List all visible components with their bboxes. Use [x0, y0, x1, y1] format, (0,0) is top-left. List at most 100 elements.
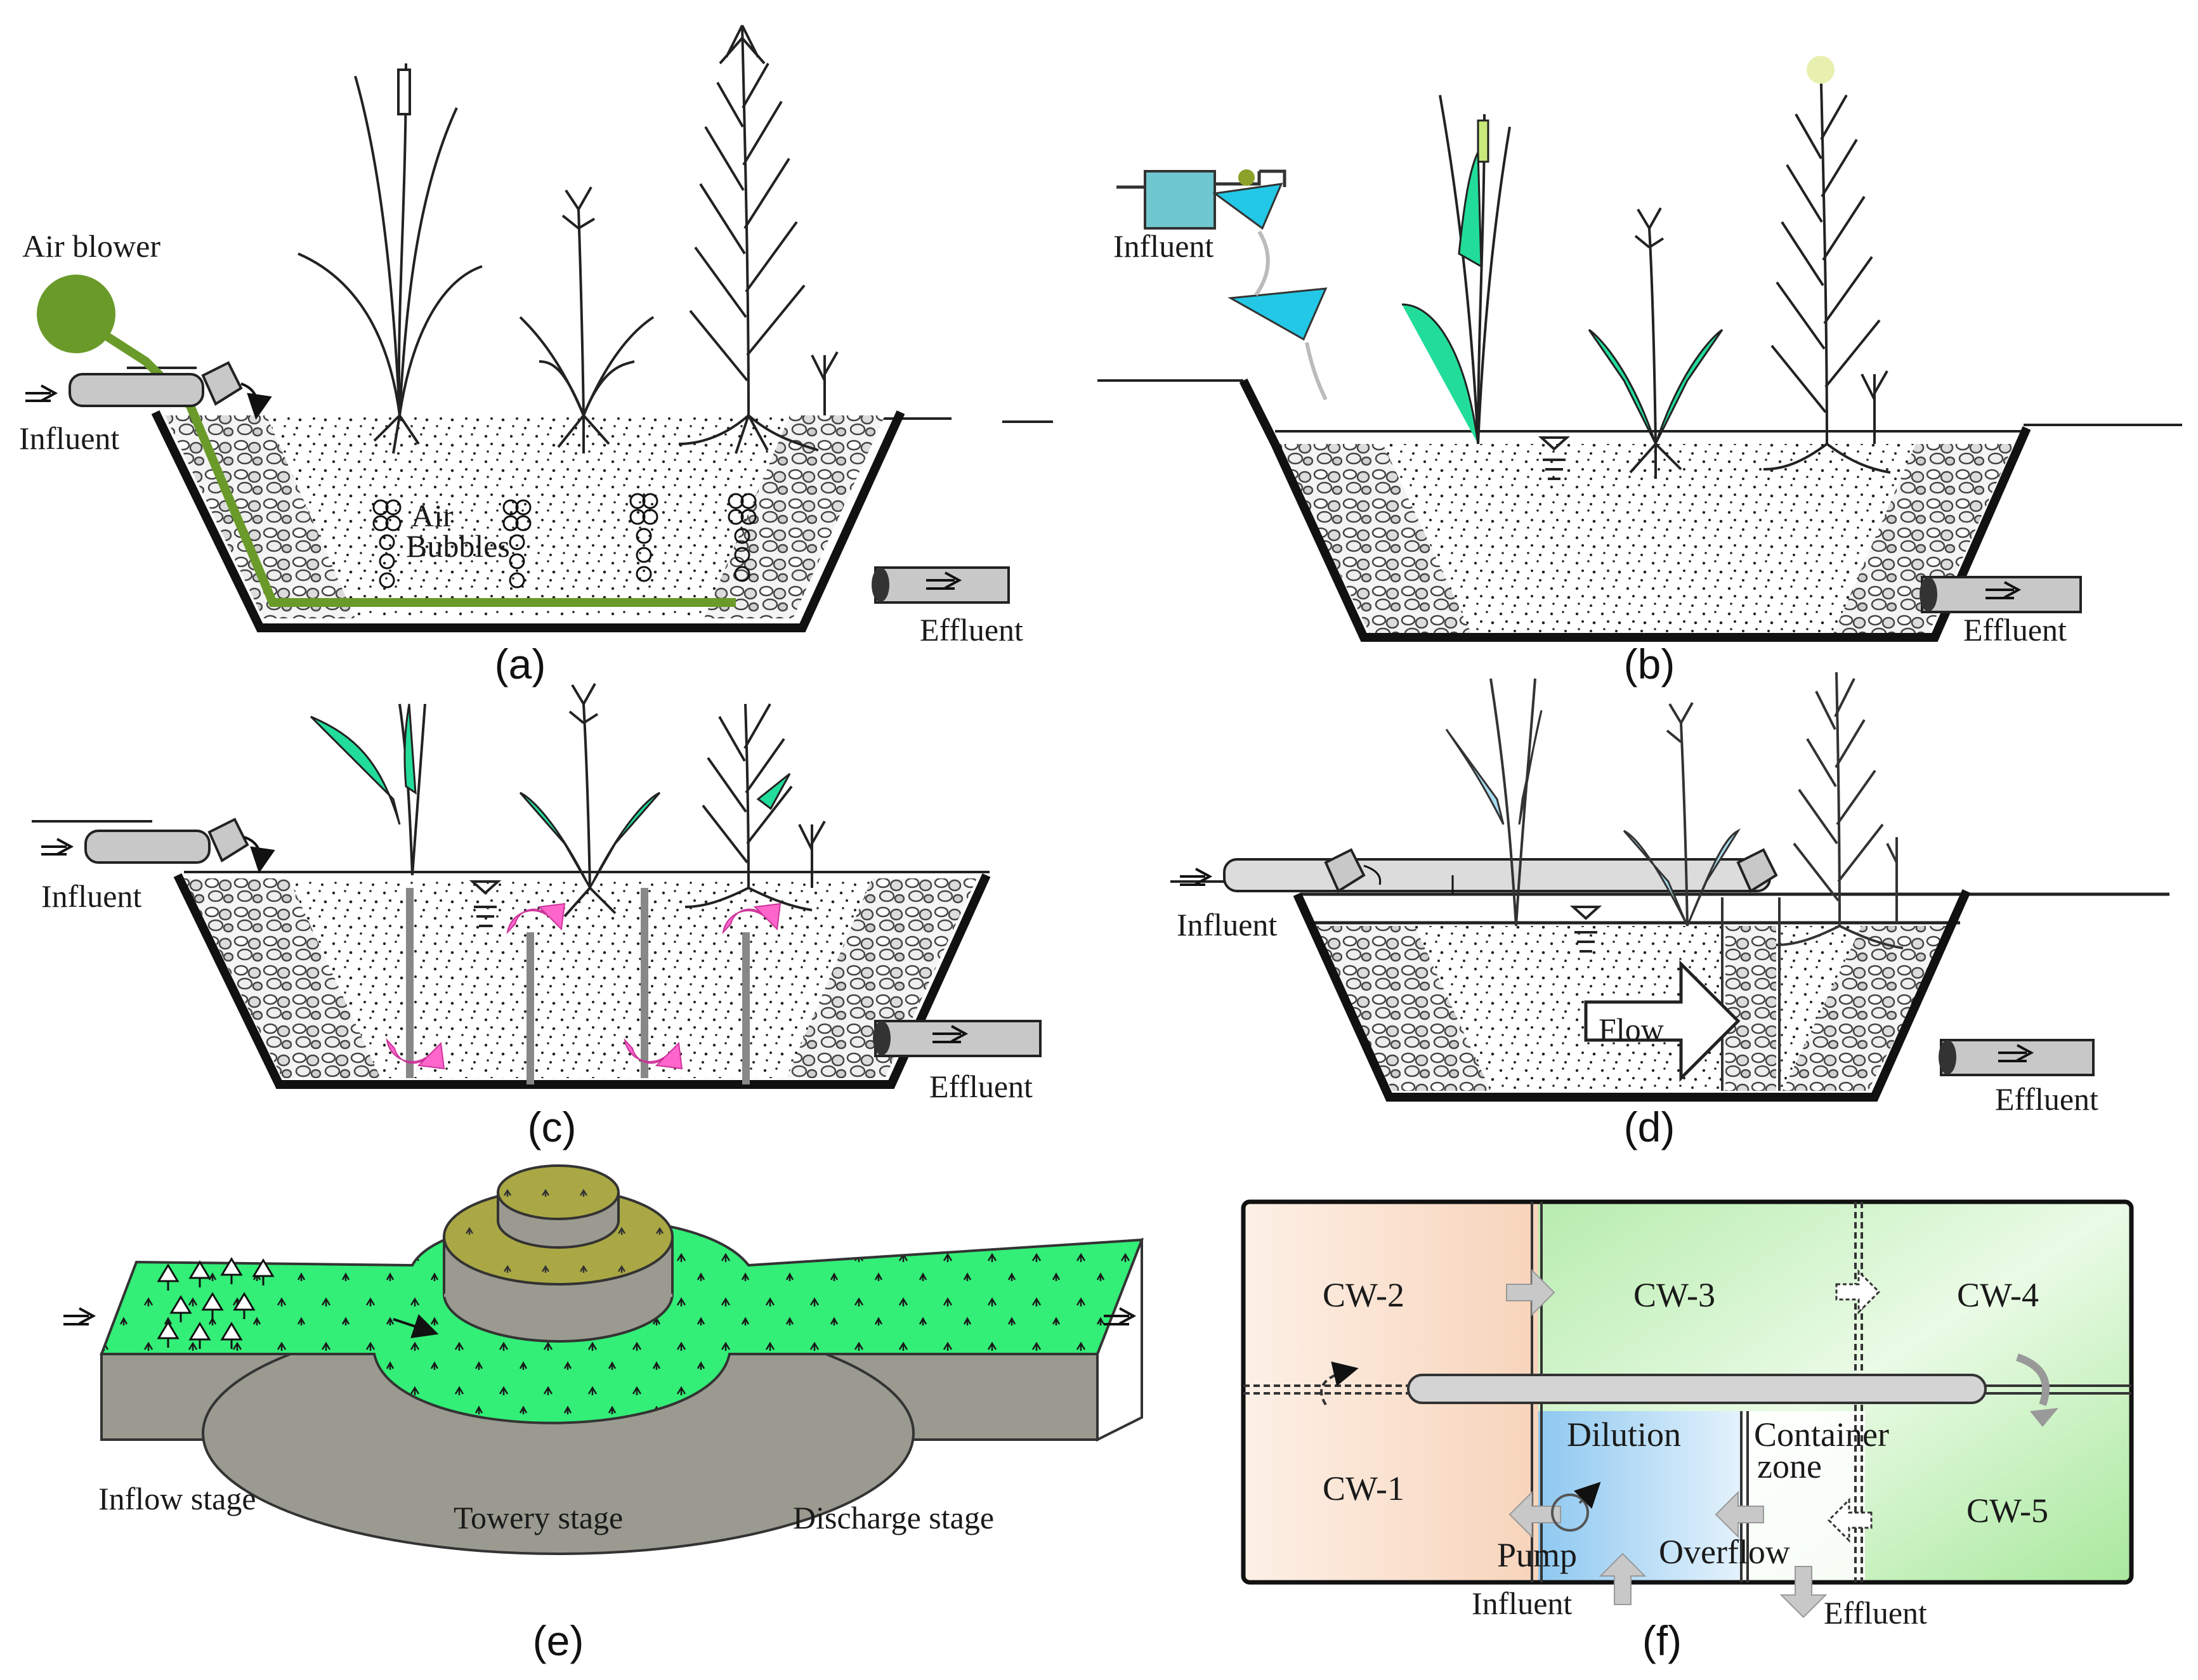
plant-reed	[678, 25, 819, 454]
plant-cattail	[298, 63, 483, 454]
discharge-stage-label: Discharge stage	[793, 1500, 994, 1535]
baffle-icon	[406, 888, 750, 1084]
effluent-pipe	[874, 566, 1010, 604]
basin-wall	[173, 873, 991, 1089]
dilution-label: Dilution	[1567, 1416, 1681, 1454]
central-pipe	[1407, 1374, 1987, 1404]
influent-arrow-icon	[25, 384, 58, 402]
inflow-arrow-icon	[63, 1307, 96, 1325]
flow-arrow-icon	[1584, 960, 1741, 1083]
influent-arrow-icon	[1599, 1553, 1647, 1605]
pump-label: Pump	[1497, 1536, 1577, 1574]
panel-a: Air blower Influent Effluent Air Bubbles…	[19, 25, 1053, 687]
influent-label: Influent	[1177, 907, 1277, 942]
plant-reed	[1776, 672, 1904, 949]
plant-sedge	[519, 683, 661, 918]
panel-e: Inflow stage Towery stage Discharge stag…	[63, 1164, 1144, 1664]
influent-tank-icon	[1144, 170, 1216, 230]
container-zone	[1741, 1411, 1865, 1582]
outflow-arrow-icon	[1104, 1307, 1137, 1325]
inlet-gravel-zone	[1275, 444, 1472, 634]
basin-wall	[1239, 378, 2031, 642]
recirculation-arrow-icon	[1320, 1361, 1359, 1406]
effluent-arrow-icon	[926, 571, 962, 590]
influent-pipe	[69, 373, 204, 407]
influent-label: Influent	[1472, 1586, 1572, 1621]
outlet-gravel-zone	[704, 415, 885, 618]
panel-b: Influent Effluent (b)	[1097, 56, 2182, 687]
plant-sedge	[519, 186, 655, 453]
substrate	[1275, 444, 2014, 634]
flow-arrow-icon	[1827, 1497, 1873, 1543]
effluent-arrow-icon	[932, 1025, 969, 1043]
plant-small	[811, 351, 839, 415]
plant-sedge	[1588, 207, 1724, 479]
outlet-gravel-zone	[787, 878, 977, 1078]
water-level-icon	[469, 880, 502, 927]
panel-label-b: (b)	[1624, 641, 1675, 687]
influent-arrow-icon	[1180, 868, 1213, 886]
flow-arrow-icon	[244, 836, 275, 873]
inflow-stage-label: Inflow stage	[98, 1481, 256, 1516]
middle-gravel-zone	[1725, 926, 1776, 1091]
dilution-zone	[1538, 1411, 1741, 1582]
towery-stage-label: Towery stage	[454, 1500, 623, 1535]
inlet-gravel-zone	[184, 878, 381, 1078]
air-blower-label: Air blower	[22, 228, 160, 264]
plant-cattail	[1445, 678, 1543, 927]
effluent-arrow-icon	[1998, 1044, 2034, 1062]
air-bubbles-label-1: Air	[411, 498, 454, 533]
overflow-label: Overflow	[1659, 1533, 1790, 1571]
tipping-bucket-icon	[1212, 183, 1283, 230]
cw-2-label: CW-2	[1323, 1276, 1404, 1314]
influent-arrow-icon	[41, 838, 74, 856]
air-bubbles-label-2: Bubbles	[406, 528, 510, 564]
plant-cattail	[310, 703, 426, 876]
panel-d: Flow Influent Effluent (d)	[1170, 672, 2169, 1150]
flow-arrow-icon	[1835, 1269, 1881, 1315]
influent-label: Influent	[1113, 228, 1213, 264]
flow-label: Flow	[1599, 1012, 1664, 1047]
flow-arrow-icon	[1506, 1268, 1555, 1317]
turn-arrow-icon	[2015, 1353, 2050, 1407]
basin-wall	[151, 410, 905, 632]
panel-label-a: (a)	[495, 641, 546, 687]
tree-icon	[157, 1257, 275, 1349]
substrate	[184, 878, 977, 1078]
plant-small	[1861, 370, 1888, 444]
tipping-bucket-icon	[1227, 287, 1328, 341]
inlet-gravel-zone	[1307, 926, 1491, 1091]
plant-sedge	[1623, 702, 1741, 927]
effluent-label: Effluent	[929, 1069, 1033, 1104]
effluent-label: Effluent	[920, 612, 1023, 648]
flow-arrow-icon	[240, 382, 272, 420]
effluent-arrow-icon	[1985, 581, 2022, 599]
water-level-icon	[1538, 436, 1571, 480]
effluent-pipe	[1921, 576, 2082, 613]
cw-4-label: CW-4	[1957, 1276, 2039, 1314]
panel-label-e: (e)	[533, 1617, 584, 1664]
air-bubbles-icon	[372, 493, 757, 589]
cw-1-label: CW-1	[1323, 1469, 1404, 1507]
panel-label-d: (d)	[1624, 1104, 1675, 1150]
panel-label-f: (f)	[1642, 1617, 1682, 1664]
influent-pipe	[84, 830, 211, 864]
effluent-label: Effluent	[1995, 1081, 2098, 1117]
overflow-arrow-icon	[1715, 1490, 1764, 1539]
water-level-icon	[1569, 906, 1602, 953]
air-blower-icon	[37, 275, 115, 353]
container-label-1: Container	[1754, 1416, 1889, 1454]
container-label-2: zone	[1757, 1447, 1822, 1485]
outlet-gravel-zone	[1833, 444, 2014, 634]
pump-icon	[1551, 1494, 1589, 1532]
effluent-arrow-icon	[1779, 1566, 1828, 1618]
panel-f: CW-2 CW-3 CW-4 CW-1 CW-5 Dilution Contai…	[1241, 1199, 2134, 1664]
plant-small	[798, 821, 826, 888]
panel-c: Influent Effluent (c)	[32, 683, 1042, 1150]
cw-3-label: CW-3	[1633, 1276, 1715, 1314]
plant-reed	[684, 703, 813, 911]
effluent-label: Effluent	[1963, 612, 2067, 648]
panel-label-c: (c)	[528, 1104, 577, 1150]
outlet-gravel-zone	[1783, 926, 1954, 1091]
